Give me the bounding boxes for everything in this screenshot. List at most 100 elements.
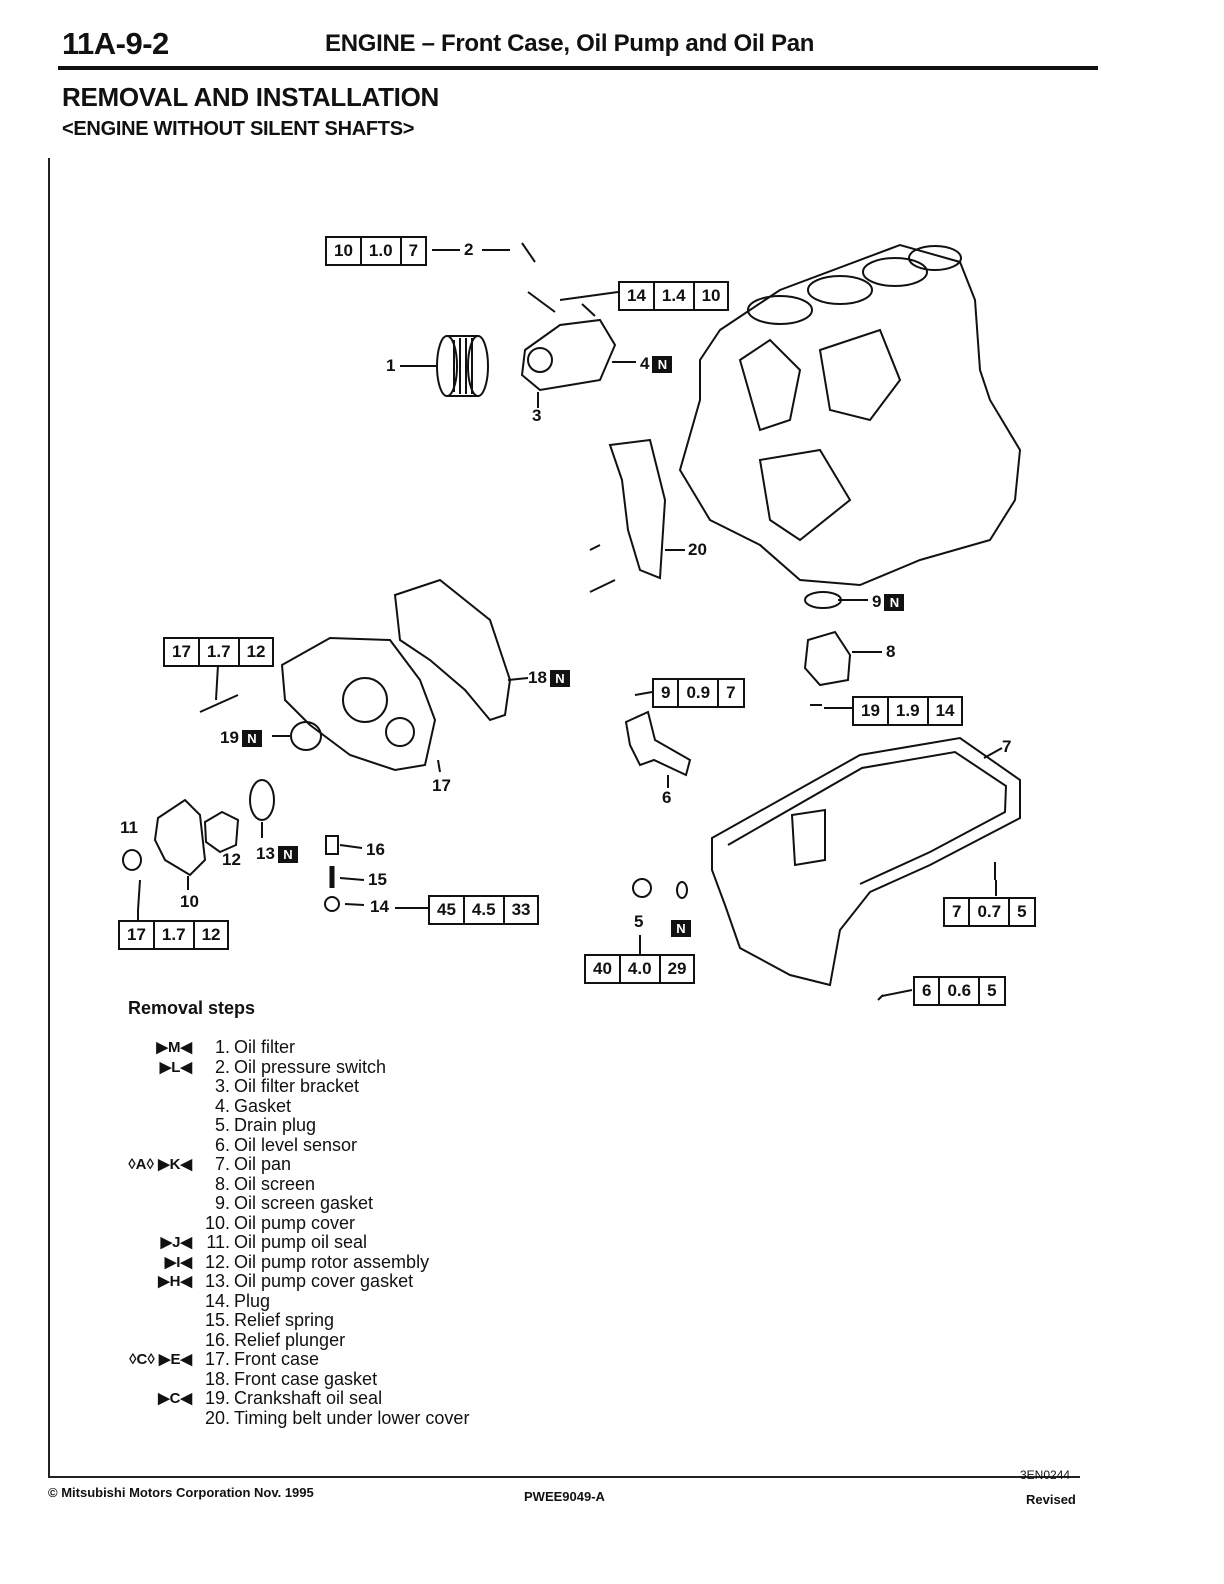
callout-2: 2 (464, 240, 474, 259)
list-item: 16.Relief plunger (120, 1329, 640, 1351)
step-number: 10. (204, 1212, 230, 1233)
callout-14: 14 (370, 897, 389, 916)
step-text: Oil screen (234, 1173, 316, 1194)
oil-filter-drawing (436, 335, 489, 397)
step-text: Front case (234, 1349, 320, 1369)
step-number: 13. (204, 1271, 230, 1291)
torque-nm: 45 (437, 900, 456, 919)
frame-left-rule (48, 158, 50, 1476)
torque-kgfm: 0.9 (677, 680, 717, 706)
new-part-icon: N (549, 670, 570, 688)
step-number: 8. (214, 1173, 230, 1194)
oil-screen-drawing (803, 630, 852, 687)
torque-ftlbf: 12 (192, 922, 228, 948)
new-part-5: N (668, 918, 691, 938)
figure-id: 3EN0244 (1020, 1468, 1071, 1482)
torque-kgfm: 0.7 (968, 899, 1008, 925)
step-text: Plug (234, 1290, 271, 1311)
list-item: 5.Drain plug (120, 1115, 640, 1136)
callout-7: 7 (1002, 737, 1012, 756)
torque-ftlbf: 33 (502, 897, 538, 923)
step-text: Oil pressure switch (234, 1056, 387, 1077)
list-item: ◊A◊ ▶K◀7.Oil pan (120, 1154, 640, 1175)
torque-nm: 40 (593, 959, 612, 978)
service-mark (120, 1194, 196, 1214)
list-item: ▶I◀ 12.Oil pump rotor assembly (120, 1251, 640, 1273)
service-mark: ◊C◊ ▶E◀ (129, 1351, 192, 1368)
step-number: 5. (214, 1115, 230, 1135)
step-text: Oil pump rotor assembly (234, 1251, 430, 1272)
new-part-icon: N (884, 594, 905, 612)
step-number: 4. (214, 1095, 230, 1116)
step-text: Oil screen gasket (234, 1193, 374, 1213)
step-number: 9. (214, 1193, 230, 1213)
step-text: Front case gasket (234, 1368, 378, 1389)
torque-nm: 14 (627, 286, 646, 305)
removal-steps-list: ▶M◀1.Oil filter ▶L◀2.Oil pressure switch… (120, 1037, 640, 1429)
torque-ftlbf: 10 (692, 283, 728, 309)
service-mark (120, 1370, 196, 1390)
step-number: 6. (214, 1134, 230, 1155)
torque-nm: 17 (172, 642, 191, 661)
list-item: 3.Oil filter bracket (120, 1076, 640, 1097)
oil-pan-drawing (711, 736, 1021, 987)
step-number: 3. (214, 1076, 230, 1096)
service-mark (120, 1077, 196, 1097)
torque-ftlbf: 5 (1008, 899, 1033, 925)
service-mark: ▶I◀ (164, 1253, 192, 1271)
list-item: 4.Gasket (120, 1095, 640, 1117)
torque-ftlbf: 5 (978, 978, 1003, 1004)
page-title: ENGINE – Front Case, Oil Pump and Oil Pa… (325, 30, 815, 57)
torque-ftlbf: 12 (237, 639, 273, 665)
section-title: REMOVAL AND INSTALLATION (62, 82, 439, 112)
step-text: Relief spring (234, 1310, 335, 1330)
callout-3: 3 (532, 406, 542, 425)
step-text: Drain plug (234, 1115, 317, 1135)
service-mark (120, 1097, 196, 1117)
torque-kgfm: 1.7 (197, 639, 238, 665)
step-text: Oil filter bracket (234, 1076, 360, 1096)
step-number: 11. (206, 1232, 230, 1252)
list-item: ▶H◀13.Oil pump cover gasket (120, 1271, 640, 1292)
torque-kgfm: 0.6 (938, 978, 978, 1004)
callout-6: 6 (662, 788, 672, 807)
callout-11: 11 (120, 818, 138, 837)
step-text: Relief plunger (234, 1329, 346, 1350)
list-item: ▶J◀11.Oil pump oil seal (120, 1232, 640, 1253)
step-number: 2. (214, 1056, 230, 1077)
torque-kgfm: 1.7 (152, 922, 193, 948)
new-part-icon: N (277, 846, 298, 864)
service-mark: ▶C◀ (158, 1390, 192, 1407)
callout-17: 17 (432, 776, 451, 795)
header-rule (58, 66, 1098, 70)
service-mark (120, 1331, 196, 1351)
service-mark: ▶J◀ (160, 1234, 192, 1251)
step-number: 14. (204, 1290, 230, 1311)
oil-level-sensor-drawing (624, 710, 692, 777)
service-mark (120, 1116, 196, 1136)
oil-pump-cover-drawing (153, 798, 207, 877)
callout-15: 15 (368, 870, 387, 889)
service-mark (120, 1409, 196, 1429)
step-number: 12. (204, 1251, 230, 1272)
page-number: 11A-9-2 (62, 26, 169, 61)
service-mark (120, 1292, 196, 1312)
torque-ftlbf: 29 (658, 956, 694, 982)
callout-number: 19 (220, 728, 239, 747)
crankshaft-oil-seal-drawing (290, 721, 322, 751)
new-part-icon: N (652, 356, 673, 374)
new-part-icon: N (671, 920, 691, 938)
removal-steps-title: Removal steps (128, 998, 256, 1018)
new-part-icon: N (241, 730, 262, 748)
